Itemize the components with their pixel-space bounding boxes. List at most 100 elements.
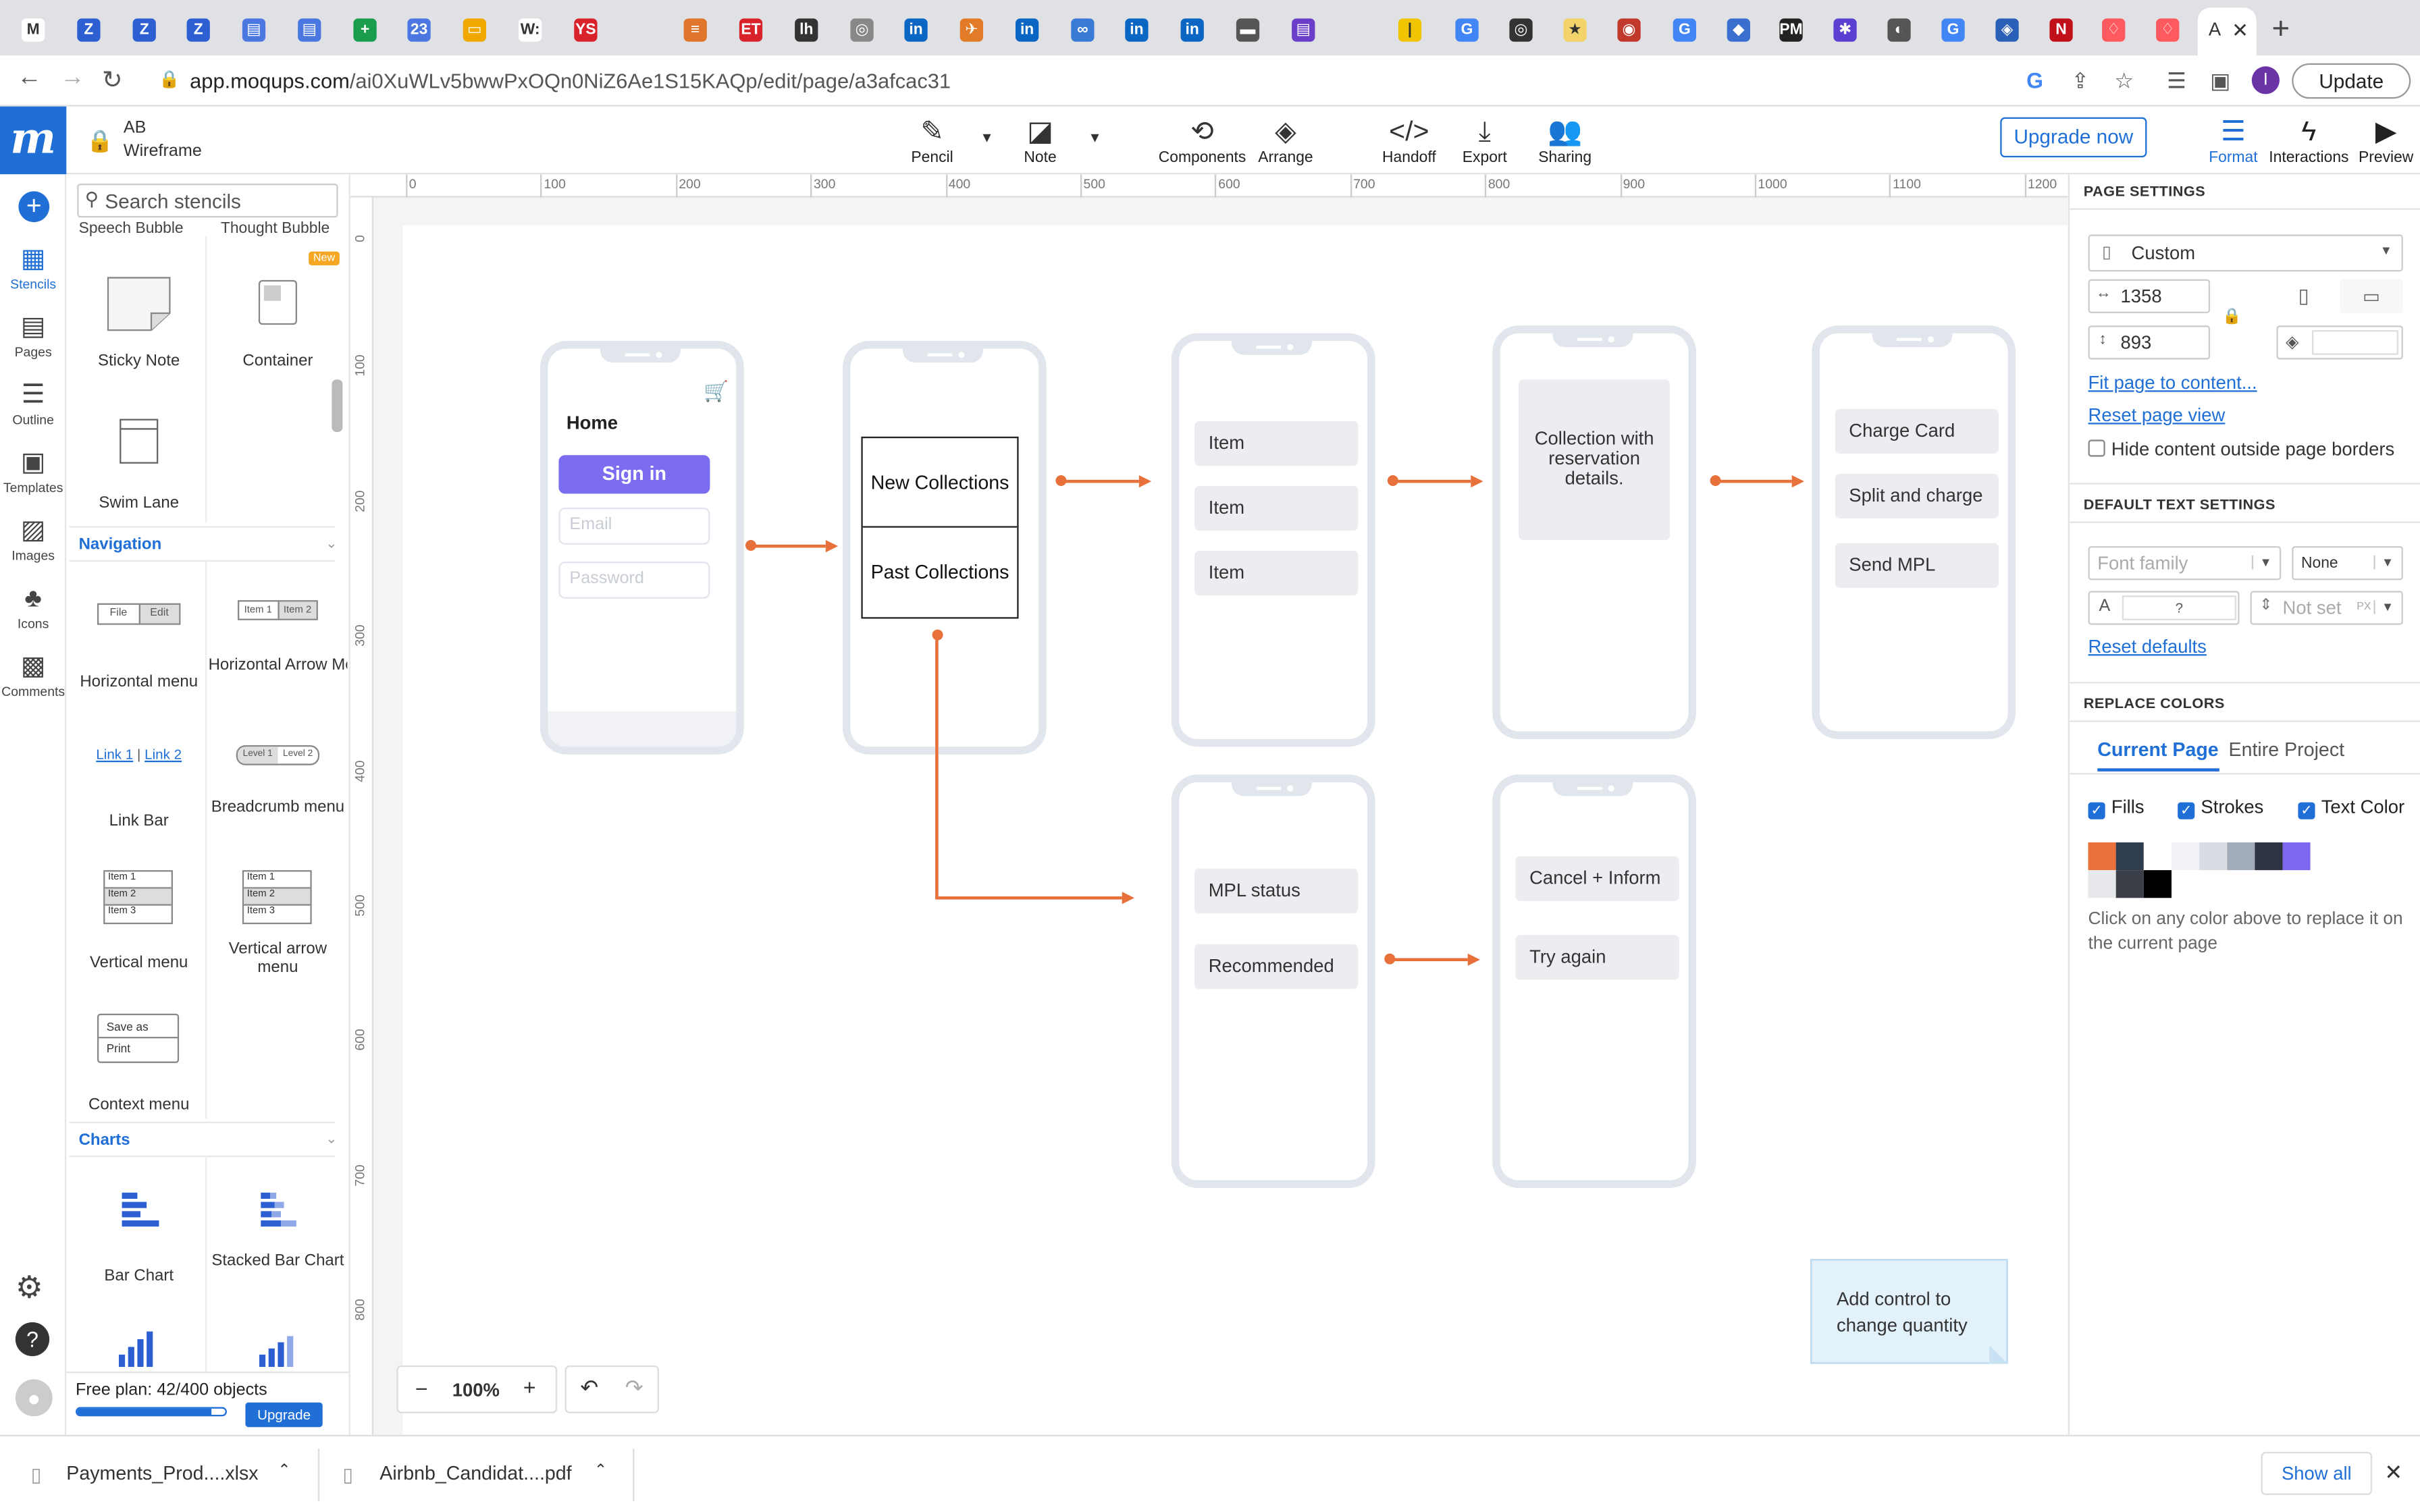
item-3[interactable]: Item [1194, 550, 1359, 596]
chevron-down-icon[interactable]: ⌄ [325, 1131, 338, 1147]
color-swatch[interactable] [2227, 842, 2255, 871]
share-icon[interactable]: ⇪ [2071, 68, 2090, 93]
navigation-section-header[interactable]: Navigation [78, 535, 162, 554]
zoom-in-button[interactable]: + [523, 1374, 536, 1400]
send-mpl-button[interactable]: Send MPL [1835, 543, 1999, 588]
url-field[interactable]: 🔒 app.moqups.com/ai0XuWLv5bwwPxOQn0NiZ6A… [147, 63, 2153, 99]
browser-tab-favicon[interactable]: ∞ [1071, 18, 1095, 42]
rail-pages[interactable]: ▤Pages [0, 310, 66, 360]
search-input[interactable]: ⚲ Search stencils [77, 183, 338, 218]
browser-tab-favicon[interactable]: ▤ [242, 18, 266, 42]
reading-list-icon[interactable]: ☰ [2167, 68, 2186, 93]
browser-tab-favicon[interactable]: | [1398, 18, 1422, 42]
sharing-tool[interactable]: 👥Sharing [1537, 113, 1593, 166]
split-and-charge-button[interactable]: Split and charge [1835, 473, 1999, 518]
page-width-field[interactable]: ↔ 1358 [2088, 279, 2211, 313]
profile-avatar[interactable]: I [2251, 66, 2280, 94]
text-color-checkbox[interactable]: ✓Text Color [2298, 796, 2404, 819]
text-color-field[interactable]: A ? [2088, 591, 2240, 625]
stacked-column-chart-icon[interactable] [256, 1333, 302, 1368]
connector-start[interactable] [1384, 953, 1396, 965]
stencil-link-bar[interactable]: Link 1 | Link 2 Link Bar [70, 708, 209, 850]
rail-icons[interactable]: ♣Icons [0, 582, 66, 631]
charts-section-header[interactable]: Charts [78, 1131, 130, 1150]
handoff-tool[interactable]: </>Handoff [1379, 113, 1438, 166]
color-swatch[interactable] [2115, 842, 2144, 871]
download-pdf[interactable]: Airbnb_Candidat....pdf [379, 1462, 572, 1484]
color-swatch[interactable] [2088, 870, 2116, 898]
tab-entire-project[interactable]: Entire Project [2228, 738, 2345, 761]
zoom-out-button[interactable]: − [415, 1376, 428, 1401]
stencil-context-menu[interactable]: Save as Print Context menu [70, 992, 209, 1134]
browser-update-button[interactable]: Update [2292, 63, 2411, 99]
connector-mpl-cancel[interactable] [1390, 958, 1468, 961]
color-swatch[interactable] [2088, 842, 2116, 871]
browser-tab-favicon[interactable]: ▭ [463, 18, 486, 42]
export-tool[interactable]: ⤓Export [1460, 113, 1509, 166]
phone-payment[interactable]: Charge Card Split and charge Send MPL [1812, 325, 2016, 739]
pencil-tool[interactable]: ✎Pencil [908, 113, 957, 166]
browser-tab-favicon[interactable]: ♢ [2156, 18, 2180, 42]
site-info-icon[interactable]: 🔒 [159, 71, 180, 90]
browser-tab-favicon[interactable]: ▬ [1236, 18, 1260, 42]
browser-tab-favicon[interactable]: ◎ [1509, 18, 1533, 42]
aspect-lock-icon[interactable]: 🔒 [2222, 308, 2242, 326]
rail-templates[interactable]: ▣Templates [0, 446, 66, 495]
sticky-note-add-control[interactable]: Add control to change quantity [1810, 1259, 2008, 1364]
password-field[interactable]: Password [558, 561, 710, 599]
browser-tab-favicon[interactable]: ✈ [959, 18, 983, 42]
stencil-stacked-bar-chart[interactable]: Stacked Bar Chart [209, 1162, 348, 1303]
chevron-down-icon[interactable]: ⌄ [325, 535, 338, 551]
connector-past-mpl-horizontal[interactable] [935, 896, 1122, 900]
color-swatch[interactable] [2143, 870, 2172, 898]
strokes-checkbox[interactable]: ✓Strokes [2178, 796, 2263, 819]
project-name[interactable]: Wireframe [123, 142, 202, 161]
fit-page-link[interactable]: Fit page to content... [2088, 371, 2257, 394]
color-swatch[interactable] [2199, 842, 2228, 871]
arrange-tool[interactable]: ◈Arrange [1257, 113, 1315, 166]
browser-tab-favicon[interactable]: M [21, 18, 45, 42]
browser-tab-favicon[interactable]: ◎ [850, 18, 874, 42]
show-all-button[interactable]: Show all [2261, 1451, 2373, 1495]
connector-start[interactable] [1055, 475, 1067, 486]
connector-start[interactable] [1710, 475, 1721, 486]
column-chart-icon[interactable] [115, 1330, 162, 1368]
connector-start[interactable] [1387, 475, 1398, 486]
back-icon[interactable]: ← [17, 64, 42, 91]
lock-icon[interactable]: 🔒 [86, 128, 113, 153]
browser-tab-favicon[interactable]: in [904, 18, 928, 42]
browser-tab-favicon[interactable]: ◆ [1727, 18, 1750, 42]
email-field[interactable]: Email [558, 507, 710, 545]
item-2[interactable]: Item [1194, 485, 1359, 531]
reset-page-view-link[interactable]: Reset page view [2088, 404, 2226, 426]
active-tab[interactable]: A ✕ [2197, 7, 2257, 56]
color-swatch[interactable] [2282, 842, 2311, 871]
color-swatch[interactable] [2171, 842, 2200, 871]
charge-card-button[interactable]: Charge Card [1835, 408, 1999, 454]
connector-home-collections[interactable] [752, 544, 826, 548]
browser-tab-favicon[interactable]: G [1455, 18, 1479, 42]
gear-icon[interactable]: ⚙ [15, 1271, 43, 1305]
connector-start[interactable] [932, 629, 943, 641]
moqups-logo[interactable]: m [0, 106, 67, 175]
pencil-dropdown-icon[interactable]: ▼ [980, 129, 994, 145]
connector-collections-items[interactable] [1061, 479, 1139, 483]
phone-collections[interactable]: New Collections Past Collections [842, 341, 1047, 755]
stencil-vertical-arrow-menu[interactable]: Item 1 Item 2 Item 3 Vertical arrow menu [209, 850, 348, 992]
forward-icon[interactable]: → [60, 64, 85, 91]
note-dropdown-icon[interactable]: ▼ [1088, 129, 1102, 145]
browser-tab-favicon[interactable]: in [1015, 18, 1039, 42]
browser-tab-favicon[interactable]: PM [1779, 18, 1803, 42]
browser-tab-favicon[interactable]: YS [574, 18, 598, 42]
stencil-vertical-menu[interactable]: Item 1 Item 2 Item 3 Vertical menu [70, 850, 209, 992]
connector-items-details[interactable] [1393, 479, 1471, 483]
cart-icon[interactable]: 🛒 [704, 379, 729, 403]
browser-tab-favicon[interactable]: ≡ [683, 18, 707, 42]
stencil-swim-lane[interactable]: Swim Lane [70, 390, 209, 532]
stencil-container[interactable]: New Container [209, 248, 348, 390]
redo-icon[interactable]: ↷ [625, 1374, 643, 1400]
color-swatch[interactable] [2115, 870, 2144, 898]
